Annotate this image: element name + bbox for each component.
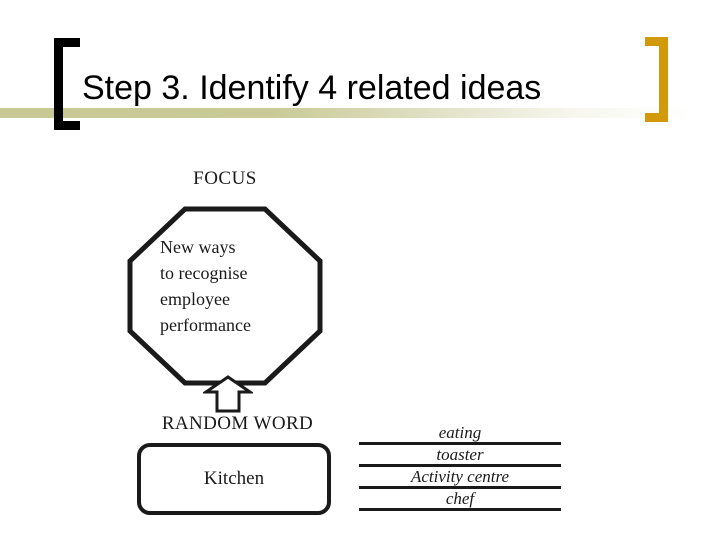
page-title: Step 3. Identify 4 related ideas [82,69,542,107]
focus-statement-text: New ways to recognise employee performan… [160,237,251,335]
octagon-shape [127,206,323,386]
list-item: toaster [359,445,561,467]
association-word: eating [438,423,482,442]
random-word-box: Kitchen [137,443,331,515]
right-bracket-decoration [645,37,668,122]
focus-label: FOCUS [193,168,257,189]
association-word: chef [445,489,475,508]
left-bracket-decoration [54,38,80,130]
title-underline-band [0,108,720,118]
list-item: chef [359,489,561,511]
association-word: toaster [436,445,484,464]
list-item: Activity centre [359,467,561,489]
association-word: Activity centre [410,467,509,486]
random-word-value: Kitchen [203,468,265,489]
random-word-label: RANDOM WORD [161,413,314,434]
association-list: eating toaster Activity centre chef [359,423,561,511]
list-item: eating [359,423,561,445]
up-arrow-icon [203,375,253,413]
